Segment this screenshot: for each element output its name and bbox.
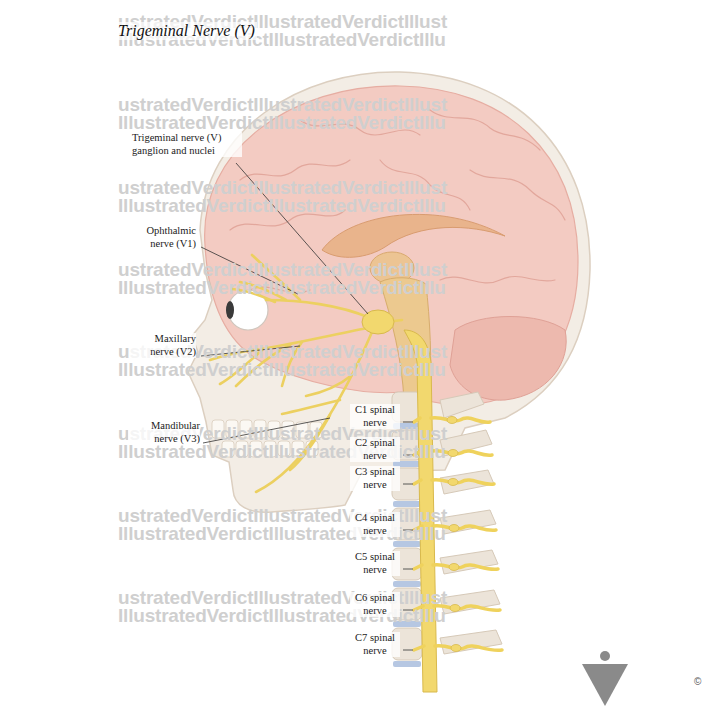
publisher-logo-dot — [600, 651, 610, 661]
spinal-ganglia — [447, 417, 461, 652]
figure-title: Trigeminal Nerve (V) — [116, 22, 257, 40]
watermark-text: ustratedVerdictIllustratedVerdictIllust — [118, 260, 447, 280]
corpus-callosum — [322, 214, 505, 257]
part-label: Ophthalmic nerve (V1) — [130, 225, 196, 250]
watermark-text: IllustratedVerdictIllustratedVerdictIllu — [118, 196, 446, 216]
part-label: C7 spinal nerve — [350, 632, 400, 657]
iris — [226, 301, 234, 319]
part-label: C6 spinal nerve — [350, 592, 400, 617]
part-label: C1 spinal nerve — [350, 404, 400, 429]
part-label: C5 spinal nerve — [350, 551, 400, 576]
publisher-logo — [582, 664, 628, 706]
watermark-text: ustratedVerdictIllustratedVerdictIllust — [118, 178, 447, 198]
copyright-mark: © — [694, 676, 701, 687]
watermark-text: IllustratedVerdictIllustratedVerdictIllu — [118, 360, 446, 380]
watermark-text: ustratedVerdictIllustratedVerdictIllust — [118, 95, 447, 115]
part-label: Trigeminal nerve (V) ganglion and nuclei — [132, 132, 242, 157]
part-label: C2 spinal nerve — [350, 437, 400, 462]
watermark-text: IllustratedVerdictIllustratedVerdictIllu — [118, 278, 446, 298]
part-label: Maxillary nerve (V2) — [130, 333, 196, 358]
part-label: Mandibular nerve (V3) — [128, 420, 200, 445]
leader-lines — [201, 163, 413, 650]
cerebellum — [450, 317, 566, 401]
watermark-text: IllustratedVerdictIllustratedVerdictIllu — [118, 113, 446, 133]
part-label: C3 spinal nerve — [350, 466, 400, 491]
trigeminal-ganglion — [362, 310, 394, 334]
part-label: C4 spinal nerve — [350, 512, 400, 537]
